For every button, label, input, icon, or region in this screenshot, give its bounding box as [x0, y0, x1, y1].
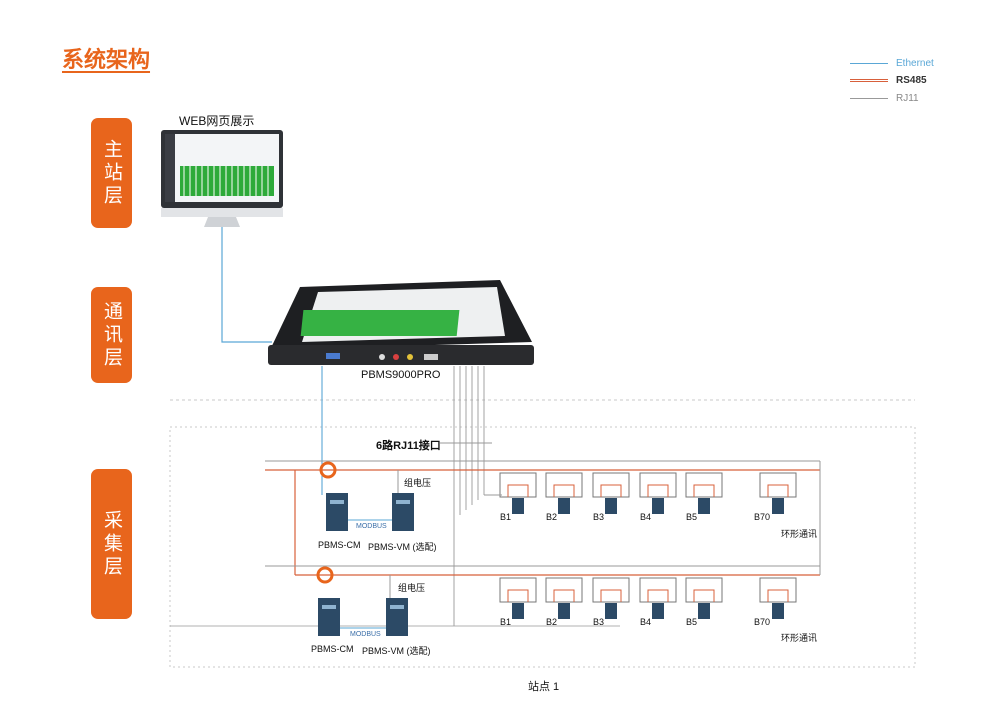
current-sensor-icon — [319, 461, 337, 479]
legend-ethernet: Ethernet — [850, 58, 934, 69]
vm-label: PBMS-VM (选配) — [368, 542, 437, 552]
battery-cell — [759, 577, 797, 619]
cell-module-icon — [698, 498, 710, 514]
battery-label: B70 — [754, 617, 771, 627]
battery-label: B3 — [593, 617, 605, 627]
voltage-label: 组电压 — [398, 583, 426, 593]
battery-cell — [639, 472, 677, 514]
cell-module-icon — [652, 498, 664, 514]
cell-module-icon — [605, 603, 617, 619]
battery-label: B2 — [546, 512, 558, 522]
current-sensor-icon — [316, 566, 334, 584]
cell-module-icon — [512, 603, 524, 619]
cell-module-icon — [698, 603, 710, 619]
legend-label: RJ11 — [896, 93, 919, 104]
voltage-label: 组电压 — [404, 478, 432, 488]
battery-cell — [685, 577, 723, 619]
legend-label: Ethernet — [896, 58, 934, 69]
cell-module-icon — [605, 498, 617, 514]
modbus-label: MODBUS — [356, 523, 387, 530]
battery-label: B2 — [546, 617, 558, 627]
battery-cell — [545, 472, 583, 514]
battery-label: B5 — [686, 617, 698, 627]
group1-buses — [265, 460, 820, 575]
battery-label: B3 — [593, 512, 605, 522]
cell-module-icon — [772, 603, 784, 619]
battery-label: B1 — [500, 617, 512, 627]
battery-cell — [759, 472, 797, 514]
cell-module-icon — [558, 603, 570, 619]
layer-master: 主站层 — [91, 118, 132, 228]
vm-label: PBMS-VM (选配) — [362, 646, 431, 656]
battery-label: B1 — [500, 512, 512, 522]
legend-label: RS485 — [896, 75, 927, 86]
battery-cell — [592, 577, 630, 619]
cm-label: PBMS-CM — [311, 644, 354, 654]
module-vm-2 — [386, 598, 408, 636]
battery-cell — [639, 577, 677, 619]
page-title: 系统架构 — [62, 47, 151, 72]
device-label: PBMS9000PRO — [361, 369, 441, 381]
cell-module-icon — [558, 498, 570, 514]
ethernet-link-monitor — [221, 227, 272, 343]
legend-swatch — [850, 79, 888, 82]
battery-cell — [499, 472, 537, 514]
battery-cell — [685, 472, 723, 514]
monitor-icon — [161, 130, 283, 227]
battery-label: B4 — [640, 617, 652, 627]
battery-label: B4 — [640, 512, 652, 522]
cell-module-icon — [772, 498, 784, 514]
device-pbms9000pro — [268, 280, 534, 365]
module-cm-2 — [318, 598, 340, 636]
legend-swatch — [850, 63, 888, 64]
cell-module-icon — [512, 498, 524, 514]
modbus-label: MODBUS — [350, 631, 381, 638]
module-vm-1 — [392, 493, 414, 531]
legend-rj11: RJ11 — [850, 93, 919, 104]
ring-label: 环形通讯 — [781, 529, 818, 539]
layer-collection: 采集层 — [91, 469, 132, 619]
rj11-label: 6路RJ11接口 — [376, 440, 441, 452]
web-label: WEB网页展示 — [179, 114, 255, 128]
battery-label: B70 — [754, 512, 771, 522]
battery-cell — [592, 472, 630, 514]
legend-rs485: RS485 — [850, 75, 927, 86]
battery-cell — [545, 577, 583, 619]
legend-swatch — [850, 98, 888, 99]
station-box — [169, 426, 916, 668]
battery-cell — [499, 577, 537, 619]
cm-label: PBMS-CM — [318, 540, 361, 550]
layer-communication: 通讯层 — [91, 287, 132, 383]
site-label: 站点 1 — [528, 681, 560, 693]
battery-label: B5 — [686, 512, 698, 522]
cell-module-icon — [652, 603, 664, 619]
module-cm-1 — [326, 493, 348, 531]
ring-label: 环形通讯 — [781, 633, 818, 643]
rj11-bundle — [440, 366, 492, 626]
